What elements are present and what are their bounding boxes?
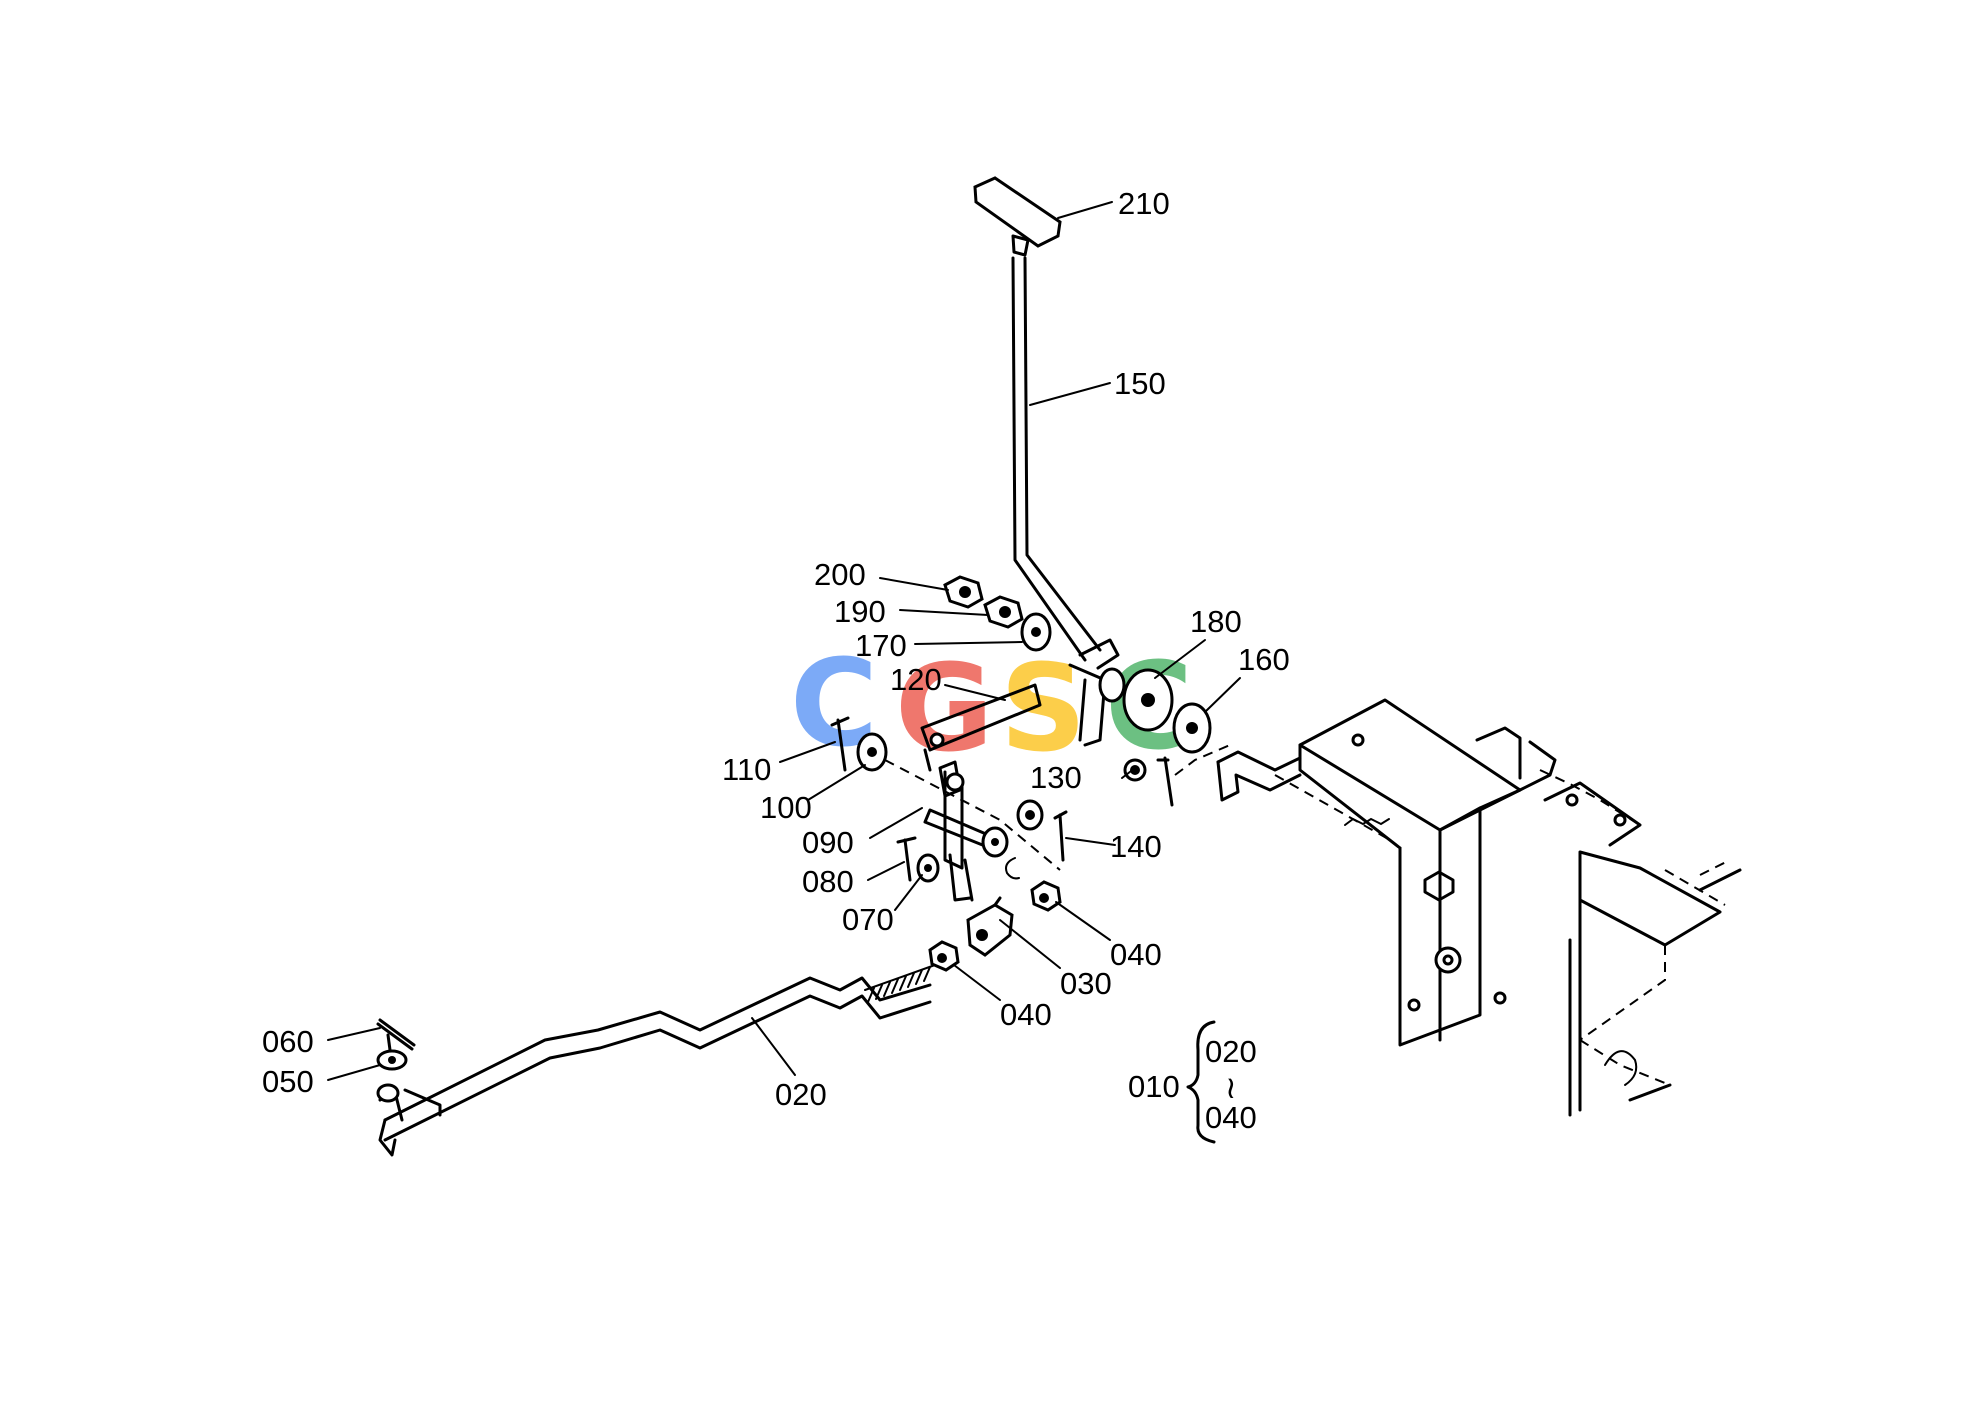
label-040-lower: 040 [1000, 997, 1052, 1032]
label-170: 170 [855, 628, 907, 663]
assembly-note: 010 020 ≀ 040 [1128, 1020, 1257, 1144]
label-070: 070 [842, 902, 894, 937]
label-020: 020 [775, 1077, 827, 1112]
rod-020 [376, 964, 936, 1157]
label-030: 030 [1060, 966, 1112, 1001]
label-140: 140 [1110, 829, 1162, 864]
leader-lines [327, 201, 1241, 1081]
label-180: 180 [1190, 604, 1242, 639]
label-190: 190 [834, 594, 886, 629]
assembly-range-separator: ≀ [1225, 1070, 1237, 1105]
label-060: 060 [262, 1024, 314, 1059]
label-150: 150 [1114, 366, 1166, 401]
watermark-letter-2: G [895, 640, 994, 779]
label-050: 050 [262, 1064, 314, 1099]
label-200: 200 [814, 557, 866, 592]
assembly-range-end: 040 [1205, 1100, 1257, 1135]
label-120: 120 [890, 662, 942, 697]
frame-bracket [1216, 698, 1742, 1117]
label-130: 130 [1030, 760, 1082, 795]
upper-fasteners [943, 575, 1231, 807]
assembly-range-start: 020 [1205, 1034, 1257, 1069]
label-080: 080 [802, 864, 854, 899]
assembly-parent-label: 010 [1128, 1069, 1180, 1104]
label-040-upper: 040 [1110, 937, 1162, 972]
watermark-letter-3: S [1000, 640, 1086, 779]
link-assembly [830, 683, 1068, 902]
label-100: 100 [760, 790, 812, 825]
label-160: 160 [1238, 642, 1290, 677]
label-110: 110 [722, 752, 771, 787]
label-090: 090 [802, 825, 854, 860]
part-labels: 210 150 200 190 170 180 160 120 110 100 … [262, 186, 1290, 1112]
label-210: 210 [1118, 186, 1170, 221]
clevis-and-nuts [928, 880, 1062, 972]
lever-assembly [973, 176, 1120, 747]
